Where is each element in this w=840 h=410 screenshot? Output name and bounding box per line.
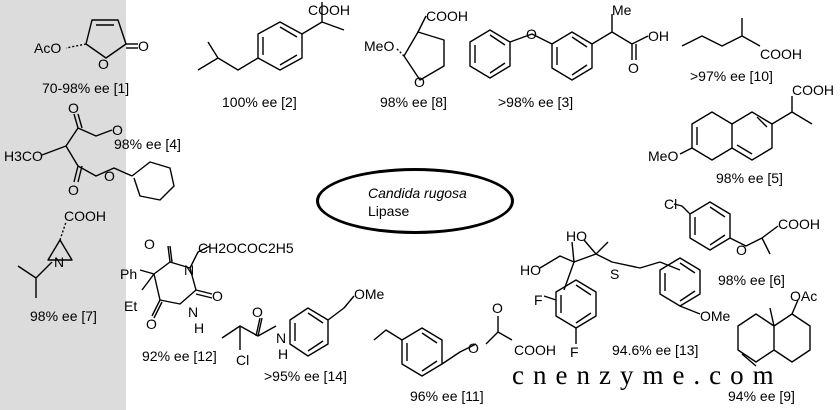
structure-fluoro-thioether <box>539 239 701 344</box>
atom-cl: Cl <box>236 352 250 368</box>
watermark: cnenzyme.com <box>512 360 783 390</box>
ee-label-11: 96% ee [11] <box>410 388 484 404</box>
structure-malonate <box>41 113 175 201</box>
ee-label-5: 98% ee [5] <box>716 170 783 186</box>
atom-ho: HO <box>566 228 587 244</box>
structure-chloro-amide <box>221 295 355 357</box>
atom-ome: OMe <box>354 286 385 302</box>
atom-ether-o: O <box>468 340 479 356</box>
enzyme-name: Candida rugosa <box>368 185 467 201</box>
structure-decalin-acetate <box>737 299 811 367</box>
atom-o: O <box>146 316 157 332</box>
left-shaded-panel <box>0 0 126 410</box>
structure-methylbutanoic <box>681 18 761 47</box>
atom-h: H <box>278 346 289 362</box>
ee-label-14: >95% ee [14] <box>264 368 347 384</box>
atom-n: N <box>276 330 287 346</box>
atom-ether-o: O <box>526 26 537 42</box>
atom-cooh: COOH <box>64 208 106 224</box>
atom-ome: OMe <box>700 308 731 324</box>
ee-label-13: 94.6% ee [13] <box>612 342 699 358</box>
atom-ho: HO <box>520 262 541 278</box>
atom-meo: MeO <box>648 148 679 164</box>
atom-carbonyl-o: O <box>628 60 639 76</box>
atom-f: F <box>534 292 543 308</box>
atom-o: O <box>104 168 115 184</box>
enzyme-type: Lipase <box>368 203 410 219</box>
structure-aziridine-acid <box>17 221 73 298</box>
structure-mecoprop-like <box>673 201 779 255</box>
atom-ring-o: O <box>414 74 425 90</box>
structure-fenoprofen <box>469 14 649 81</box>
atom-carbonyl-o: O <box>138 38 149 54</box>
atom-o: O <box>112 122 123 138</box>
atom-cooh: COOH <box>760 46 802 62</box>
structure-naproxen <box>679 96 813 161</box>
atom-o: O <box>252 304 263 320</box>
ee-label-12: 92% ee [12] <box>142 348 217 364</box>
atom-side-chain: CH2OCOC2H5 <box>198 240 294 256</box>
ee-label-4: 98% ee [4] <box>114 136 181 152</box>
atom-cooh: COOH <box>514 342 556 358</box>
atom-et: Et <box>124 298 138 314</box>
atom-meo: MeO <box>364 38 395 54</box>
atom-cooh: COOH <box>308 2 350 18</box>
structure-methoxy-oxolane-acid <box>395 15 445 81</box>
ee-label-8: 98% ee [8] <box>380 94 447 110</box>
atom-ring-o: O <box>98 56 109 72</box>
atom-h3co: H3CO <box>4 148 43 164</box>
ee-label-3: >98% ee [3] <box>498 94 574 110</box>
atom-me: Me <box>612 2 632 18</box>
ee-label-7: 98% ee [7] <box>30 308 97 324</box>
atom-o: O <box>68 182 79 198</box>
atom-n: N <box>184 262 195 278</box>
atom-oh: OH <box>648 28 669 44</box>
atom-n: N <box>54 254 65 270</box>
atom-ether-o: O <box>736 242 747 258</box>
atom-aco: AcO <box>34 40 62 56</box>
atom-o: O <box>68 100 79 116</box>
ee-label-6: 98% ee [6] <box>718 272 785 288</box>
atom-ph: Ph <box>120 266 138 282</box>
atom-o: O <box>144 236 155 252</box>
atom-s: S <box>610 266 620 282</box>
structure-butenolide <box>65 19 138 59</box>
structure-barbiturate <box>139 245 213 319</box>
atom-o: O <box>492 300 503 316</box>
ee-label-9: 94% ee [9] <box>728 388 795 404</box>
atom-f: F <box>570 344 579 360</box>
atom-cooh: COOH <box>778 216 820 232</box>
enzyme-ellipse <box>316 168 514 234</box>
atom-n: N <box>188 304 199 320</box>
atom-cooh: COOH <box>792 82 834 98</box>
structure-ethylphenoxy-acid <box>373 316 513 377</box>
ee-label-1: 70-98% ee [1] <box>42 80 130 96</box>
atom-cooh: COOH <box>426 8 468 24</box>
structure-ibuprofen <box>197 2 345 71</box>
ee-label-2: 100% ee [2] <box>222 94 297 110</box>
atom-oac: OAc <box>790 288 818 304</box>
atom-h: H <box>194 320 205 336</box>
atom-cl: Cl <box>664 196 678 212</box>
ee-label-10: >97% ee [10] <box>690 68 773 84</box>
atom-o: O <box>212 288 223 304</box>
